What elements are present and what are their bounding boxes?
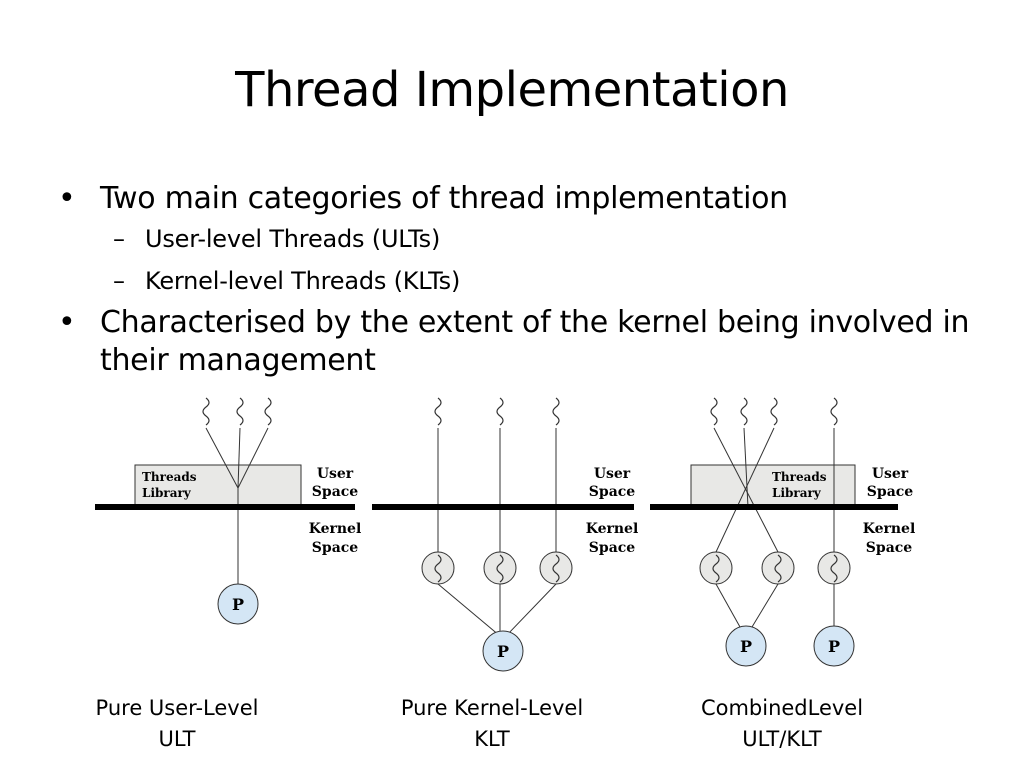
kernel-space-label: Space bbox=[312, 540, 358, 556]
kernel-space-label: Space bbox=[866, 540, 912, 556]
kernel-space-label: Kernel bbox=[586, 521, 639, 537]
thread-link bbox=[751, 583, 779, 628]
panel-klt: User Space Kernel Space P bbox=[372, 397, 639, 672]
threads-library-label: Library bbox=[142, 486, 192, 500]
user-thread-icon bbox=[552, 397, 560, 426]
caption-line: ULT bbox=[158, 727, 196, 751]
threads-library-box bbox=[134, 464, 302, 506]
kernel-thread-circle bbox=[421, 551, 455, 585]
slide-title: Thread Implementation bbox=[235, 62, 789, 118]
bullet-glyph: • bbox=[58, 305, 76, 340]
thread-link bbox=[437, 583, 501, 637]
bullet-item: • Two main categories of thread implemen… bbox=[58, 180, 978, 218]
process-circle bbox=[813, 625, 855, 667]
kernel-thread-circle bbox=[483, 551, 517, 585]
thread-link bbox=[743, 427, 749, 508]
sub-bullet-text: User-level Threads (ULTs) bbox=[145, 225, 441, 253]
thread-models-diagram: Threads Library User Space Kernel Space … bbox=[95, 397, 916, 672]
thread-link bbox=[713, 427, 779, 553]
bullet-item: • Characterised by the extent of the ker… bbox=[58, 304, 978, 380]
dash-glyph: – bbox=[113, 267, 125, 295]
process-label: P bbox=[740, 637, 752, 656]
process-label: P bbox=[497, 642, 509, 661]
user-thread-icon bbox=[496, 397, 504, 426]
caption-line: Pure Kernel-Level bbox=[400, 696, 584, 720]
kernel-thread-circle bbox=[699, 551, 733, 585]
user-space-label: User bbox=[317, 466, 354, 482]
user-kernel-boundary bbox=[95, 504, 355, 510]
user-space-label: Space bbox=[589, 484, 635, 500]
threads-library-label: Library bbox=[772, 486, 822, 500]
thread-link bbox=[505, 583, 557, 637]
kernel-space-label: Kernel bbox=[863, 521, 916, 537]
kernel-thread-circle bbox=[539, 551, 573, 585]
thread-link bbox=[715, 427, 775, 553]
bullet-text: Characterised by the extent of the kerne… bbox=[100, 305, 970, 378]
user-thread-icon bbox=[740, 397, 748, 426]
threads-library-label: Threads bbox=[142, 470, 197, 484]
thread-link bbox=[237, 427, 241, 489]
caption-klt: Pure Kernel-Level KLT bbox=[362, 693, 622, 755]
user-thread-icon bbox=[770, 397, 778, 426]
sub-bullet-item: – User-level Threads (ULTs) bbox=[58, 218, 978, 260]
user-thread-icon bbox=[202, 397, 210, 426]
process-label: P bbox=[232, 595, 244, 614]
user-space-label: User bbox=[872, 466, 909, 482]
user-thread-icon bbox=[710, 397, 718, 426]
sub-bullet-item: – Kernel-level Threads (KLTs) bbox=[58, 260, 978, 302]
kernel-thread-circle bbox=[761, 551, 795, 585]
user-space-label: Space bbox=[312, 484, 358, 500]
panel-ult: Threads Library User Space Kernel Space … bbox=[95, 397, 362, 625]
dash-glyph: – bbox=[113, 225, 125, 253]
user-space-label: User bbox=[594, 466, 631, 482]
caption-line: KLT bbox=[474, 727, 510, 751]
user-kernel-boundary bbox=[650, 504, 898, 510]
user-thread-icon bbox=[236, 397, 244, 426]
kernel-space-label: Kernel bbox=[309, 521, 362, 537]
bullet-glyph: • bbox=[58, 181, 76, 216]
caption-line: CombinedLevel bbox=[700, 696, 864, 720]
kernel-space-label: Space bbox=[589, 540, 635, 556]
process-circle bbox=[482, 630, 524, 672]
thread-link bbox=[205, 427, 239, 489]
caption-ult: Pure User-Level ULT bbox=[47, 693, 307, 755]
process-circle bbox=[725, 625, 767, 667]
kernel-thread-circle bbox=[817, 551, 851, 585]
caption-combined: CombinedLevel ULT/KLT bbox=[652, 693, 912, 755]
bullet-text: Two main categories of thread implementa… bbox=[100, 181, 788, 216]
process-circle bbox=[217, 583, 259, 625]
threads-library-box bbox=[690, 464, 856, 506]
user-thread-icon bbox=[434, 397, 442, 426]
user-thread-icon bbox=[830, 397, 838, 426]
sub-bullet-text: Kernel-level Threads (KLTs) bbox=[145, 267, 461, 295]
user-space-label: Space bbox=[867, 484, 913, 500]
panel-combined: Threads Library User Space Kernel Space bbox=[650, 397, 916, 667]
thread-link bbox=[715, 583, 741, 628]
bullet-list: • Two main categories of thread implemen… bbox=[58, 180, 978, 380]
caption-line: Pure User-Level bbox=[95, 696, 259, 720]
threads-library-label: Threads bbox=[772, 470, 827, 484]
user-kernel-boundary bbox=[372, 504, 634, 510]
user-thread-icon bbox=[264, 397, 272, 426]
thread-link bbox=[237, 427, 269, 489]
process-label: P bbox=[828, 637, 840, 656]
caption-line: ULT/KLT bbox=[742, 727, 822, 751]
